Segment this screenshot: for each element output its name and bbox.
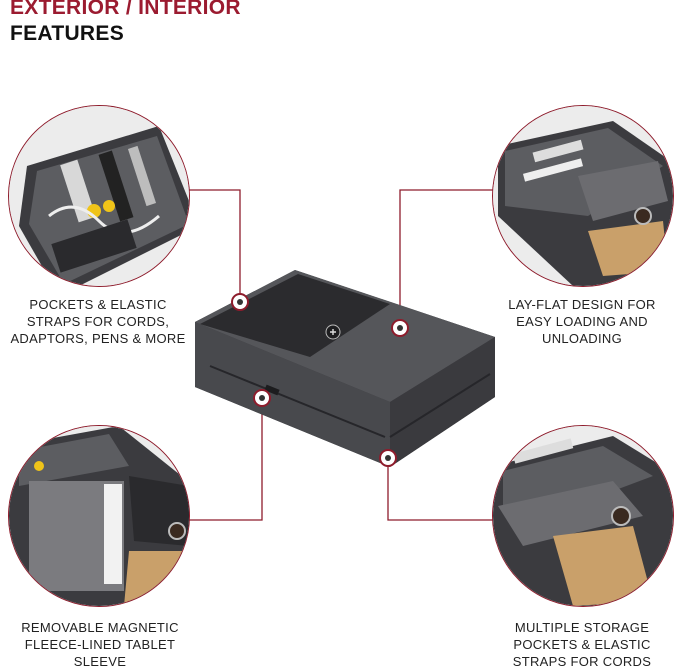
caption-line: STRAPS FOR CORDS, bbox=[26, 314, 170, 329]
caption-storage-pockets: MULTIPLE STORAGE POCKETS & ELASTIC STRAP… bbox=[488, 619, 676, 670]
caption-line: EASY LOADING AND bbox=[516, 314, 648, 329]
detail-circle-cord-pockets bbox=[8, 105, 190, 287]
storage-pockets-image bbox=[493, 426, 673, 606]
detail-circle-tablet-sleeve bbox=[8, 425, 190, 607]
caption-cord-pockets: POCKETS & ELASTIC STRAPS FOR CORDS, ADAP… bbox=[4, 296, 192, 347]
header-title-accent: EXTERIOR / INTERIOR bbox=[10, 0, 241, 19]
caption-line: REMOVABLE MAGNETIC bbox=[21, 620, 179, 635]
caption-line: LAY-FLAT DESIGN FOR bbox=[508, 297, 656, 312]
product-case-image bbox=[195, 270, 495, 467]
caption-line: FLEECE-LINED TABLET SLEEVE bbox=[24, 637, 176, 669]
header-title: FEATURES bbox=[10, 22, 125, 45]
detail-circle-lay-flat bbox=[492, 105, 674, 287]
detail-circle-storage-pockets bbox=[492, 425, 674, 607]
caption-line: POCKETS & ELASTIC bbox=[29, 297, 167, 312]
case-open-image bbox=[493, 106, 673, 286]
caption-lay-flat: LAY-FLAT DESIGN FOR EASY LOADING AND UNL… bbox=[488, 296, 676, 347]
caption-line: UNLOADING bbox=[542, 331, 622, 346]
caption-line: ADAPTORS, PENS & MORE bbox=[10, 331, 186, 346]
tablet-sleeve-image bbox=[9, 426, 189, 606]
caption-line: MULTIPLE STORAGE bbox=[514, 620, 650, 635]
caption-line: STRAPS FOR CORDS bbox=[512, 654, 652, 669]
case-interior-image bbox=[9, 106, 189, 286]
caption-line: POCKETS & ELASTIC bbox=[513, 637, 651, 652]
caption-tablet-sleeve: REMOVABLE MAGNETIC FLEECE-LINED TABLET S… bbox=[0, 619, 200, 670]
